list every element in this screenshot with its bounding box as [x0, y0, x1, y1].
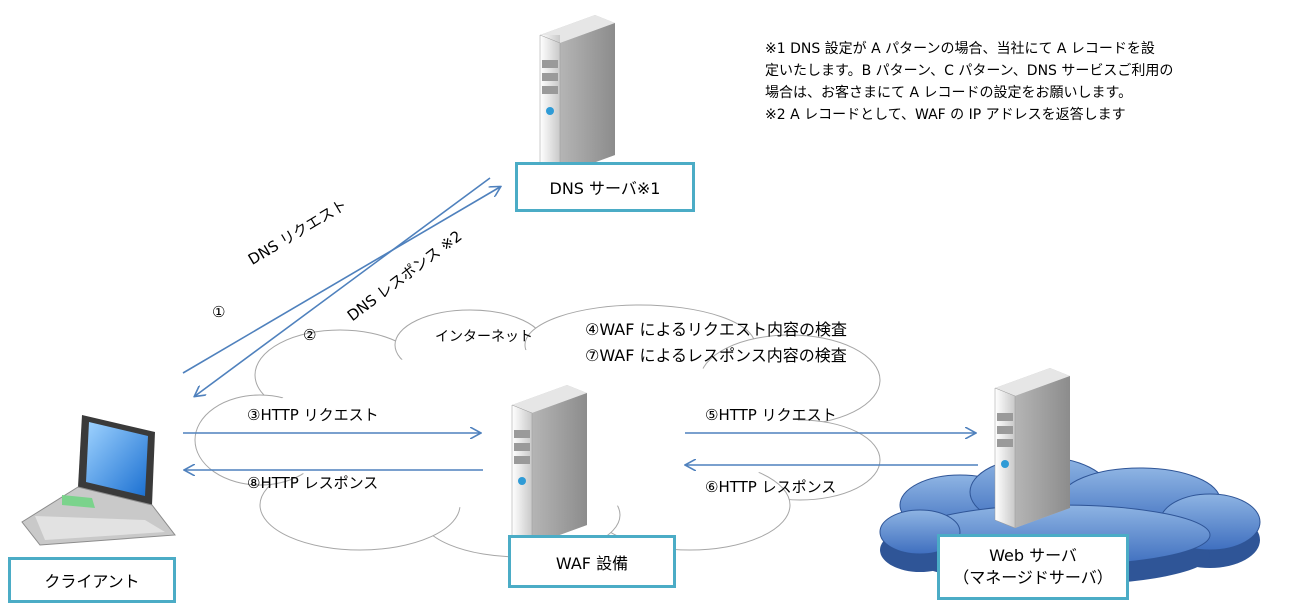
note-line-3: 場合は、お客さまにて A レコードの設定をお願いします。	[765, 85, 1133, 101]
web-server-icon	[994, 368, 1070, 529]
note-line-2: 定いたします。B パターン、C パターン、DNS サービスご利用の	[765, 63, 1174, 79]
http-request-web-label: ⑤HTTP リクエスト	[705, 406, 837, 424]
internet-label: インターネット	[435, 329, 533, 345]
note-line-4: ※2 A レコードとして、WAF の IP アドレスを返答します	[765, 107, 1126, 123]
dns-request-arrow	[182, 187, 500, 374]
dns-server-icon	[539, 15, 615, 176]
client-box: クライアント	[8, 557, 176, 603]
web-server-sublabel: （マネージドサーバ）	[953, 568, 1113, 587]
note-line-1: ※1 DNS 設定が A パターンの場合、当社にて A レコードを設	[765, 41, 1155, 57]
laptop-icon	[21, 415, 176, 546]
http-response-client-label: ⑧HTTP レスポンス	[247, 474, 379, 492]
waf-label: WAF 設備	[555, 553, 629, 573]
step1-number: ①	[212, 303, 226, 321]
web-server-box: Web サーバ （マネージドサーバ）	[937, 534, 1129, 600]
dns-server-box: DNS サーバ※1	[515, 162, 695, 212]
http-response-web-label: ⑥HTTP レスポンス	[705, 478, 837, 496]
client-label: クライアント	[44, 572, 140, 591]
step2-number: ②	[303, 326, 317, 344]
waf-response-inspection-label: ⑦WAF によるレスポンス内容の検査	[585, 346, 847, 365]
waf-box: WAF 設備	[508, 535, 676, 588]
dns-response-arrow	[195, 177, 491, 396]
waf-request-inspection-label: ④WAF によるリクエスト内容の検査	[585, 320, 848, 339]
waf-server-icon	[511, 385, 587, 546]
http-request-client-label: ③HTTP リクエスト	[247, 406, 379, 424]
dns-server-label: DNS サーバ※1	[549, 179, 661, 198]
web-server-label: Web サーバ	[989, 546, 1077, 565]
footnotes: ※1 DNS 設定が A パターンの場合、当社にて A レコードを設 定いたしま…	[765, 38, 1173, 126]
